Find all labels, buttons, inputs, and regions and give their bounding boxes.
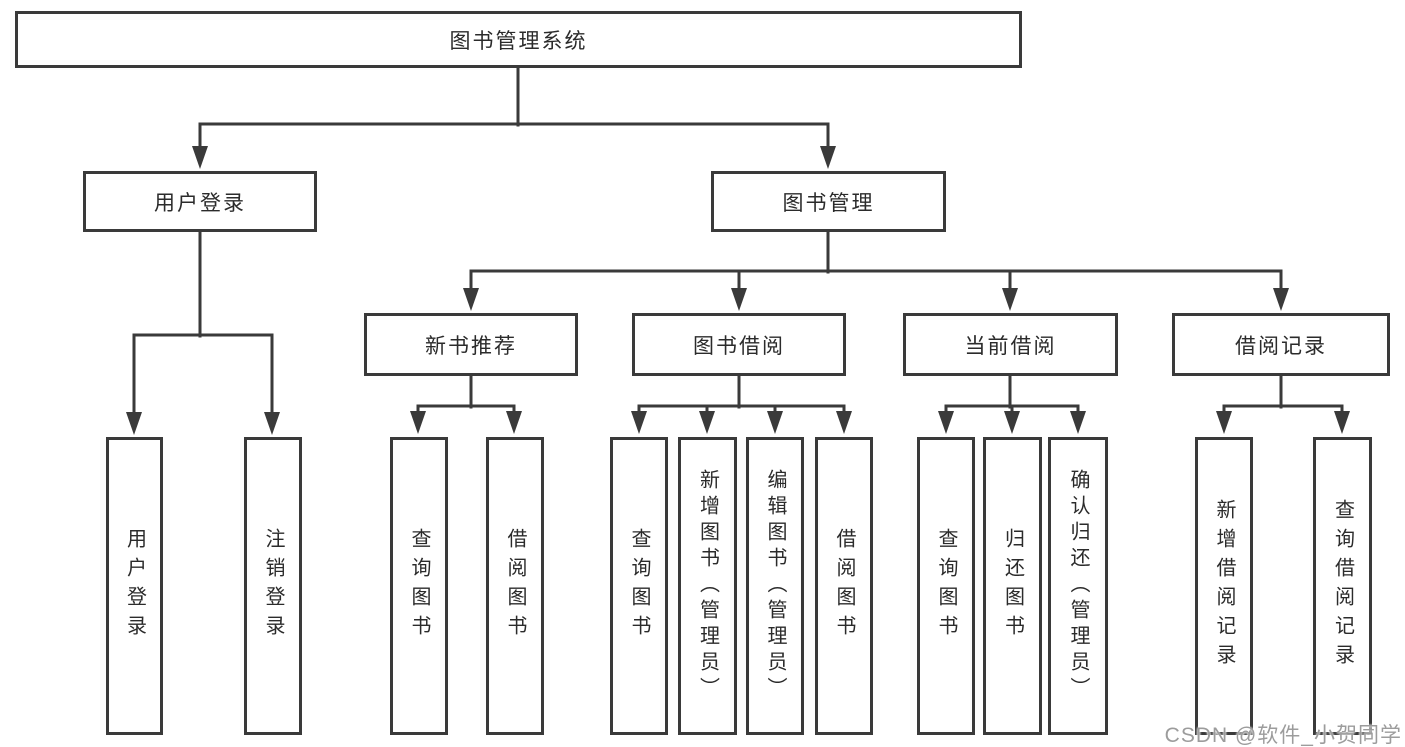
csdn-watermark: CSDN @软件_小贺同学 — [1164, 724, 1402, 747]
leaf-return-book: 归还图书 — [983, 437, 1042, 735]
node-user-login-label: 用户登录 — [154, 191, 246, 215]
node-user-login: 用户登录 — [83, 171, 317, 232]
leaf-query-book-recommend: 查询图书 — [390, 437, 448, 735]
connector-current-borrow-children — [938, 372, 1086, 434]
leaf-confirm-return-admin: 确认归还（管理员） — [1048, 437, 1108, 735]
leaf-query-borrow-record-label: 查询借阅记录 — [1331, 499, 1354, 673]
leaf-borrow-book: 借阅图书 — [815, 437, 873, 735]
node-book-management: 图书管理 — [711, 171, 946, 232]
connector-root-to-level2 — [192, 66, 836, 169]
node-book-borrow: 图书借阅 — [632, 313, 846, 376]
node-current-borrow-label: 当前借阅 — [964, 334, 1057, 358]
leaf-borrow-book-label: 借阅图书 — [833, 528, 855, 644]
leaf-edit-book-admin-label: 编辑图书（管理员） — [764, 469, 786, 703]
connector-borrow-records-children — [1216, 372, 1350, 434]
leaf-borrow-book-recommend: 借阅图书 — [486, 437, 544, 735]
connector-new-book-recommend-children — [410, 372, 522, 434]
connector-user-login-children — [126, 228, 280, 435]
leaf-query-borrow-record: 查询借阅记录 — [1313, 437, 1372, 735]
leaf-query-book-current-label: 查询图书 — [935, 528, 957, 644]
node-root: 图书管理系统 — [15, 11, 1022, 68]
leaf-query-book-current: 查询图书 — [917, 437, 975, 735]
leaf-add-book-admin-label: 新增图书（管理员） — [696, 469, 719, 703]
leaf-return-book-label: 归还图书 — [1001, 528, 1024, 644]
leaf-add-book-admin: 新增图书（管理员） — [678, 437, 737, 735]
node-new-book-recommend-label: 新书推荐 — [425, 334, 517, 358]
node-new-book-recommend: 新书推荐 — [364, 313, 578, 376]
node-borrow-records: 借阅记录 — [1172, 313, 1390, 376]
leaf-logout-label: 注销登录 — [262, 528, 284, 644]
node-root-label: 图书管理系统 — [449, 29, 588, 53]
leaf-user-login-label: 用户登录 — [123, 528, 146, 644]
leaf-query-book-borrow: 查询图书 — [610, 437, 668, 735]
leaf-query-book-borrow-label: 查询图书 — [628, 528, 650, 644]
leaf-add-borrow-record-label: 新增借阅记录 — [1213, 499, 1235, 673]
connector-book-borrow-children — [631, 372, 852, 434]
leaf-logout: 注销登录 — [244, 437, 302, 735]
node-borrow-records-label: 借阅记录 — [1235, 334, 1327, 358]
leaf-add-borrow-record: 新增借阅记录 — [1195, 437, 1253, 735]
node-book-borrow-label: 图书借阅 — [693, 334, 785, 358]
leaf-user-login: 用户登录 — [106, 437, 163, 735]
leaf-query-book-recommend-label: 查询图书 — [408, 528, 430, 644]
node-book-management-label: 图书管理 — [782, 191, 875, 215]
leaf-edit-book-admin: 编辑图书（管理员） — [746, 437, 804, 735]
leaf-borrow-book-recommend-label: 借阅图书 — [504, 528, 526, 644]
leaf-confirm-return-admin-label: 确认归还（管理员） — [1067, 469, 1089, 703]
connector-book-management-to-level3 — [463, 228, 1289, 311]
node-current-borrow: 当前借阅 — [903, 313, 1118, 376]
